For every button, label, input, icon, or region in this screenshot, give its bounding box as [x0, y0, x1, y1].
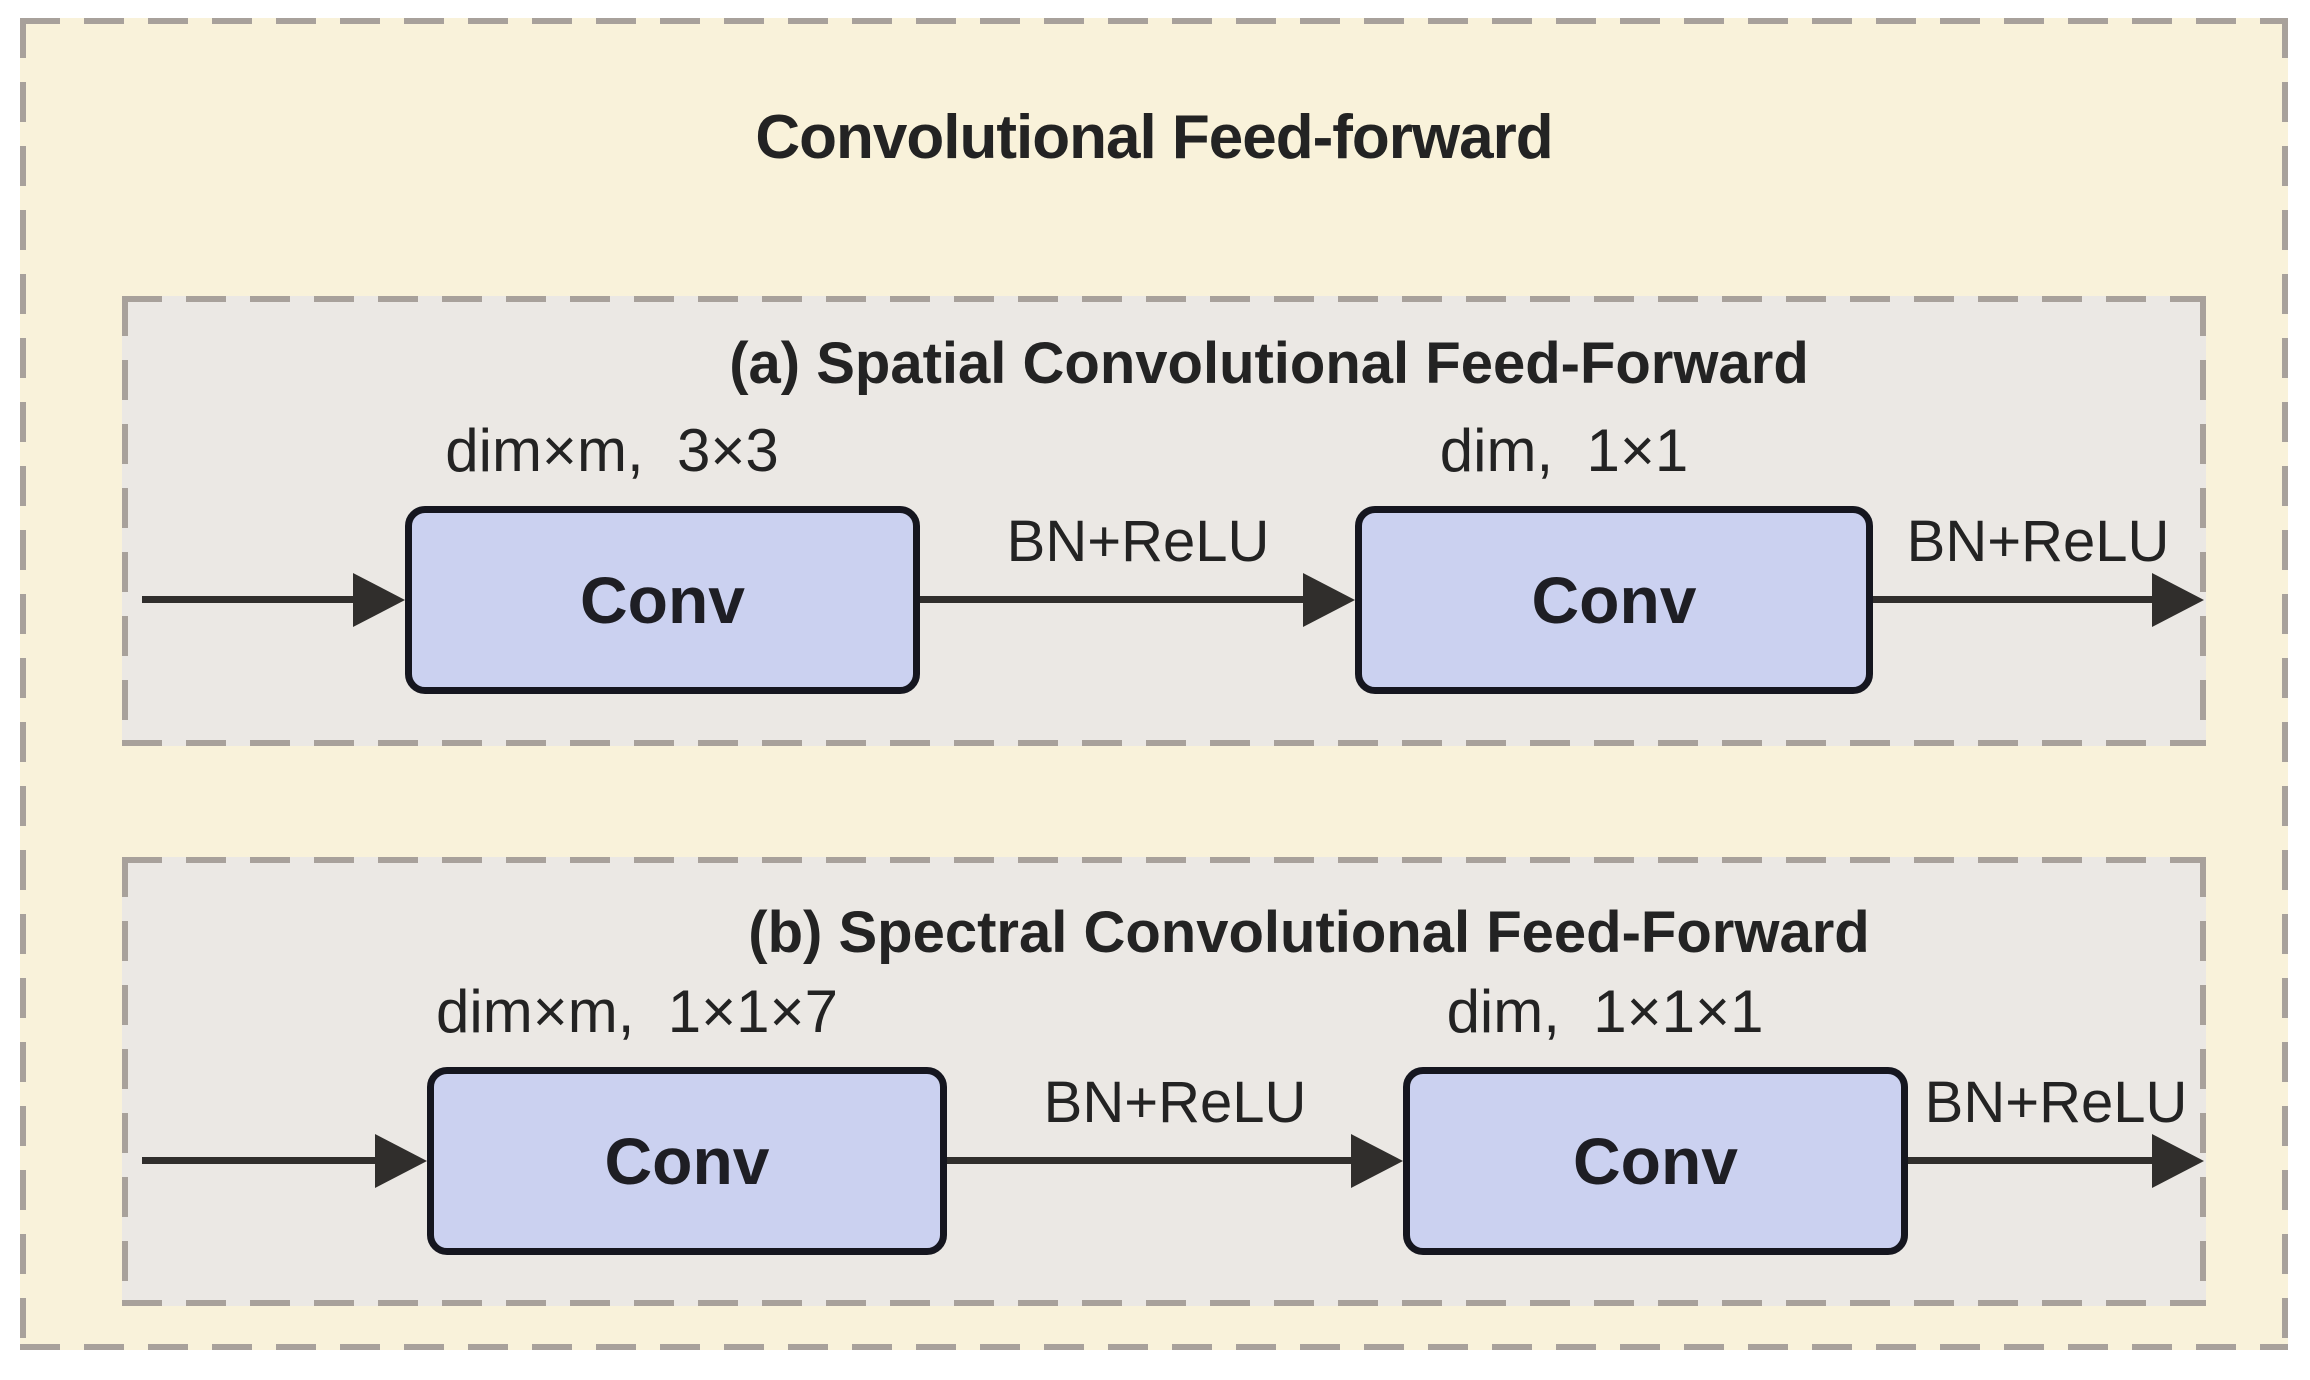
kernel-label: dim, 1×1: [1439, 417, 1689, 484]
flow-arrow: [1908, 1157, 2162, 1164]
conv-block-label: Conv: [1531, 563, 1697, 637]
flow-arrow: [920, 596, 1313, 603]
arrowhead-icon: [1303, 573, 1355, 627]
conv-block: Conv: [427, 1067, 947, 1255]
conv-block-label: Conv: [580, 563, 745, 637]
conv-block-label: Conv: [1573, 1124, 1738, 1198]
bn-relu-label: BN+ReLU: [1906, 509, 2170, 574]
flow-arrow: [1873, 596, 2162, 603]
conv-block: Conv: [1355, 506, 1873, 694]
kernel-label: dim×m, 1×1×7: [436, 978, 838, 1045]
arrowhead-icon: [2152, 573, 2204, 627]
bn-relu-label: BN+ReLU: [1924, 1070, 2188, 1135]
conv-block: Conv: [1403, 1067, 1908, 1255]
bn-relu-label: BN+ReLU: [1006, 509, 1270, 574]
panel-title: (a) Spatial Convolutional Feed-Forward: [729, 331, 1809, 396]
conv-block: Conv: [405, 506, 920, 694]
diagram-title: Convolutional Feed-forward: [755, 103, 1553, 172]
outer-group-box: Convolutional Feed-forward (a) Spatial C…: [20, 18, 2288, 1350]
conv-block-label: Conv: [604, 1124, 770, 1198]
kernel-label: dim×m, 3×3: [445, 417, 779, 484]
arrowhead-icon: [2152, 1134, 2204, 1188]
panel-spectral: (b) Spectral Convolutional Feed-Forward …: [122, 857, 2206, 1306]
kernel-label: dim, 1×1×1: [1446, 978, 1764, 1045]
flow-arrow: [947, 1157, 1361, 1164]
panel-spatial: (a) Spatial Convolutional Feed-Forward d…: [122, 296, 2206, 746]
panel-title: (b) Spectral Convolutional Feed-Forward: [748, 900, 1870, 965]
arrowhead-icon: [1351, 1134, 1403, 1188]
flow-arrow: [142, 1157, 385, 1164]
bn-relu-label: BN+ReLU: [1043, 1070, 1307, 1135]
arrowhead-icon: [375, 1134, 427, 1188]
flow-arrow: [142, 596, 367, 603]
arrowhead-icon: [353, 573, 405, 627]
